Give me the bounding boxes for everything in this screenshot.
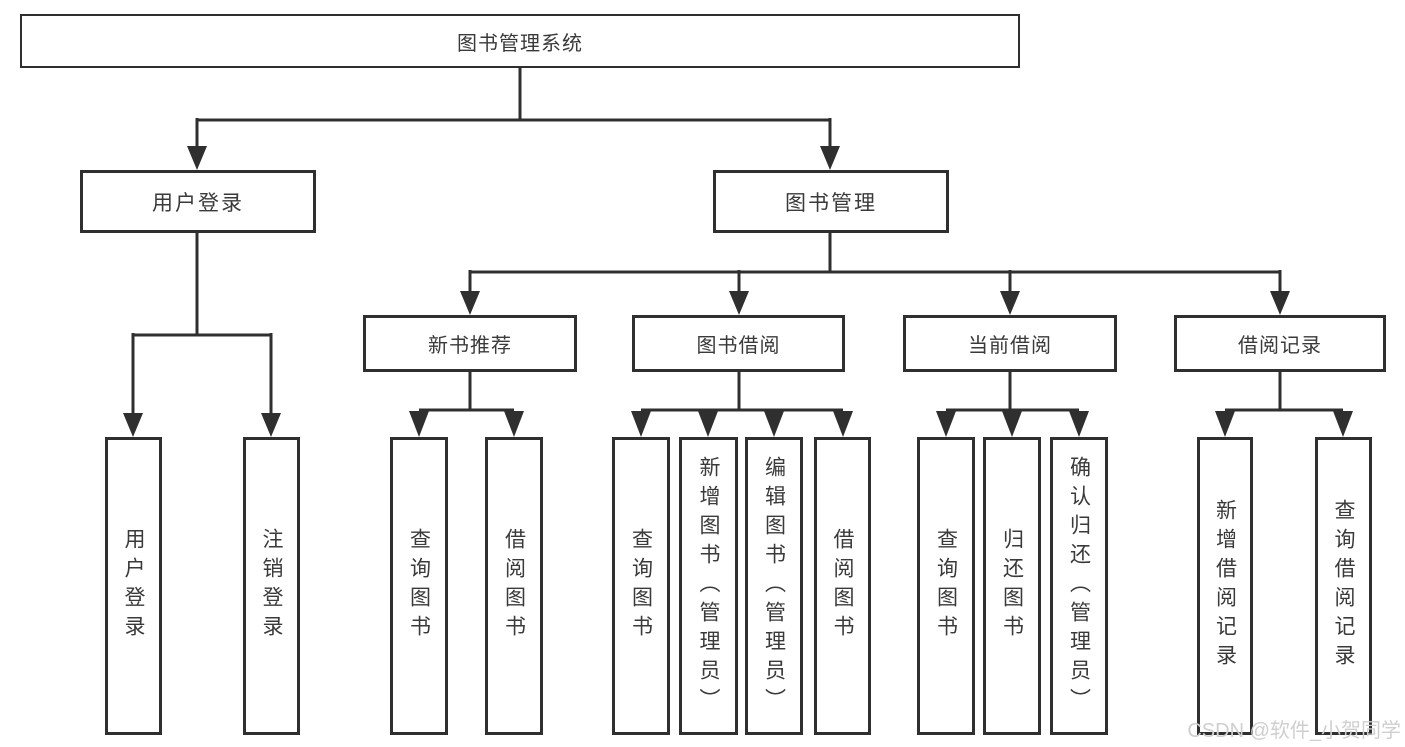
leaf-bb-edit-book-admin: 编辑图书（管理员） xyxy=(745,437,803,735)
leaf-cb-return-books: 归还图书 xyxy=(983,437,1041,735)
node-label: 当前借阅 xyxy=(968,335,1052,357)
leaf-label: 查询图书 xyxy=(934,528,958,644)
node-library-management-system: 图书管理系统 xyxy=(20,14,1020,68)
watermark: CSDN @软件_小贺同学 xyxy=(1187,720,1401,742)
leaf-bb-borrow-books: 借阅图书 xyxy=(814,437,871,735)
node-book-borrowing: 图书借阅 xyxy=(632,315,845,372)
leaf-bb-add-book-admin: 新增图书（管理员） xyxy=(679,437,738,735)
node-label: 图书借阅 xyxy=(696,335,781,357)
node-label: 图书管理系统 xyxy=(457,32,583,55)
leaf-bb-query-books: 查询图书 xyxy=(612,437,670,735)
leaf-nbr-query-books: 查询图书 xyxy=(390,437,448,735)
leaf-label: 归还图书 xyxy=(1000,528,1024,644)
leaf-label: 查询图书 xyxy=(407,528,431,644)
leaf-label: 查询图书 xyxy=(629,528,653,644)
leaf-label: 借阅图书 xyxy=(502,528,526,644)
leaf-cb-confirm-return-admin: 确认归还（管理员） xyxy=(1050,437,1108,735)
leaf-label: 注销登录 xyxy=(260,528,283,644)
leaf-cb-query-books: 查询图书 xyxy=(917,437,975,735)
node-label: 新书推荐 xyxy=(428,335,512,357)
leaf-br-query-record: 查询借阅记录 xyxy=(1315,437,1372,735)
leaf-label: 借阅图书 xyxy=(831,528,854,644)
leaf-nbr-borrow-books: 借阅图书 xyxy=(485,437,543,735)
leaf-label: 新增图书（管理员） xyxy=(697,455,720,717)
node-label: 图书管理 xyxy=(785,191,877,215)
node-label: 用户登录 xyxy=(152,191,244,215)
leaf-user-login: 用户登录 xyxy=(105,437,162,735)
node-user-login: 用户登录 xyxy=(80,170,316,233)
node-new-book-recommend: 新书推荐 xyxy=(363,315,577,372)
leaf-label: 编辑图书（管理员） xyxy=(762,455,786,717)
leaf-label: 查询借阅记录 xyxy=(1332,499,1355,673)
leaf-label: 用户登录 xyxy=(122,528,145,644)
node-label: 借阅记录 xyxy=(1238,335,1322,357)
leaf-br-add-record: 新增借阅记录 xyxy=(1197,437,1253,735)
node-book-management: 图书管理 xyxy=(713,170,949,233)
node-borrowing-records: 借阅记录 xyxy=(1174,315,1386,372)
leaf-label: 新增借阅记录 xyxy=(1213,499,1237,673)
leaf-logout: 注销登录 xyxy=(243,437,300,735)
node-current-borrowing: 当前借阅 xyxy=(903,315,1117,372)
leaf-label: 确认归还（管理员） xyxy=(1067,455,1091,717)
